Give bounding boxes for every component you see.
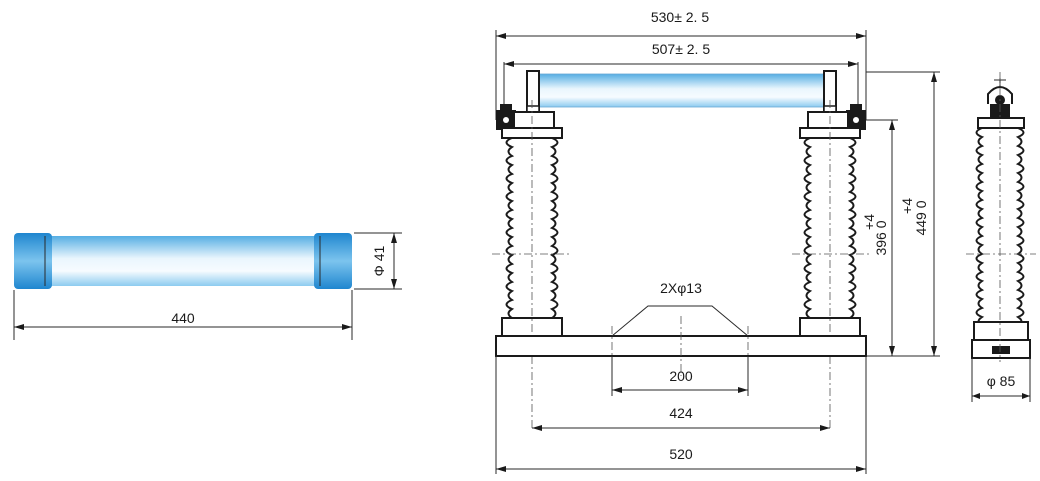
fuse-tube xyxy=(45,236,320,286)
base-200-label: 200 xyxy=(669,368,693,384)
fuse-right-cap xyxy=(314,233,352,289)
fuse-diameter-label: Φ 41 xyxy=(371,245,387,276)
height-449-label: 449 0 xyxy=(913,200,929,235)
base-424-label: 424 xyxy=(669,405,693,421)
overall-width-label: 530± 2. 5 xyxy=(651,9,709,25)
height-449-tolerance: +4 xyxy=(899,198,915,214)
fuse-base-front-view: 530± 2. 5 507± 2. 5 xyxy=(492,9,940,474)
fuse-left-cap xyxy=(14,233,52,289)
mounted-fuse-left-cap xyxy=(526,70,540,112)
contact-span-label: 507± 2. 5 xyxy=(652,41,710,57)
base-520-label: 520 xyxy=(669,446,693,462)
height-396-label: 396 0 xyxy=(873,220,889,255)
fuse-length-label: 440 xyxy=(171,310,195,326)
fuse-base-side-view: φ 85 xyxy=(966,72,1036,402)
insulator-diameter-label: φ 85 xyxy=(987,373,1016,389)
right-terminal xyxy=(807,104,866,130)
mounted-fuse-tube xyxy=(535,73,828,108)
mounting-holes-label: 2Xφ13 xyxy=(660,280,702,296)
left-terminal xyxy=(496,104,555,130)
fuse-cartridge-view: 440 Φ 41 xyxy=(13,232,402,340)
height-396-tolerance: +4 xyxy=(861,214,877,230)
